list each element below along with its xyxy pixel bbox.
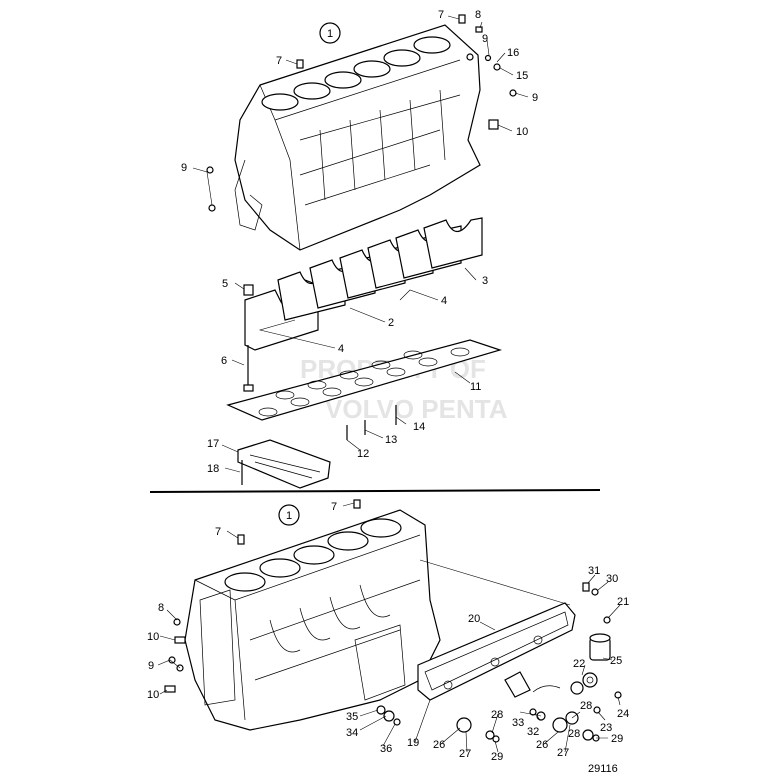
watermark-line-2: VOLVO PENTA: [325, 394, 508, 424]
callout-9c: 9: [181, 162, 187, 174]
callout-l7a: 7: [331, 501, 337, 513]
lower-main-ref-label: 1: [286, 510, 292, 522]
callout-17: 17: [207, 438, 219, 450]
callout-l28a: 28: [580, 700, 592, 712]
callout-l25: 25: [610, 655, 622, 667]
callout-15: 15: [516, 70, 528, 82]
callout-l27b: 27: [557, 747, 569, 759]
callout-l26b: 26: [536, 739, 548, 751]
callout-12: 12: [357, 448, 369, 460]
callout-4a: 4: [441, 295, 447, 307]
callout-l32: 32: [527, 726, 539, 738]
callout-14: 14: [413, 421, 425, 433]
upper-cylinder-block: [234, 24, 481, 251]
filter-housing: [504, 633, 611, 698]
callout-l29b: 29: [491, 751, 503, 763]
callout-l20: 20: [468, 613, 480, 625]
drawing-number: 29116: [588, 763, 618, 775]
lower-main-ref: 1: [278, 504, 300, 526]
callout-l31: 31: [588, 565, 600, 577]
callout-l33: 33: [512, 717, 524, 729]
callout-l27a: 27: [459, 748, 471, 760]
callout-6: 6: [221, 355, 227, 367]
callout-l24: 24: [617, 708, 629, 720]
callout-l10a: 10: [147, 631, 159, 643]
callout-l28c: 28: [568, 728, 580, 740]
main-bearing-caps: [244, 217, 483, 351]
callout-l36: 36: [380, 743, 392, 755]
callout-18: 18: [207, 463, 219, 475]
side-cover-plate: [417, 602, 576, 701]
lower-cylinder-block: [184, 509, 441, 731]
callout-l21: 21: [617, 596, 629, 608]
callout-l35: 35: [346, 711, 358, 723]
upper-main-ref-label: 1: [327, 28, 333, 40]
lower-callouts: 7 7 8 10 9 10 20 31 30 21 25 22 24 23 28…: [147, 501, 629, 763]
callout-l9: 9: [148, 660, 154, 672]
support-bracket: [237, 439, 331, 489]
lower-leader-lines: [157, 502, 621, 753]
callout-10: 10: [516, 126, 528, 138]
callout-l23: 23: [600, 722, 612, 734]
upper-callouts: 7 8 9 16 15 9 10 7 9 3 5 4 2 4 6 11 14 1…: [181, 9, 538, 475]
callout-7a: 7: [438, 9, 444, 21]
upper-main-ref: 1: [319, 22, 341, 44]
callout-l7b: 7: [215, 526, 221, 538]
callout-l19: 19: [407, 737, 419, 749]
callout-l10b: 10: [147, 689, 159, 701]
callout-13: 13: [385, 434, 397, 446]
callout-l30: 30: [606, 573, 618, 585]
callout-l29a: 29: [611, 733, 623, 745]
callout-11: 11: [470, 381, 481, 393]
callout-9b: 9: [532, 92, 538, 104]
upper-bolts: [206, 14, 517, 485]
upper-leader-lines: [192, 15, 529, 473]
callout-l22: 22: [573, 658, 585, 670]
callout-5: 5: [222, 278, 228, 290]
callout-7b: 7: [276, 55, 282, 67]
callout-l34: 34: [346, 727, 358, 739]
section-divider: [149, 489, 601, 493]
callout-9a: 9: [482, 33, 488, 45]
callout-2: 2: [388, 317, 394, 329]
callout-8a: 8: [475, 9, 481, 21]
head-gasket: [226, 339, 503, 421]
callout-16: 16: [507, 47, 519, 59]
callout-4b: 4: [338, 343, 344, 355]
callout-3: 3: [482, 275, 488, 287]
callout-l28b: 28: [491, 709, 503, 721]
callout-l26a: 26: [433, 739, 445, 751]
callout-l8: 8: [158, 602, 164, 614]
